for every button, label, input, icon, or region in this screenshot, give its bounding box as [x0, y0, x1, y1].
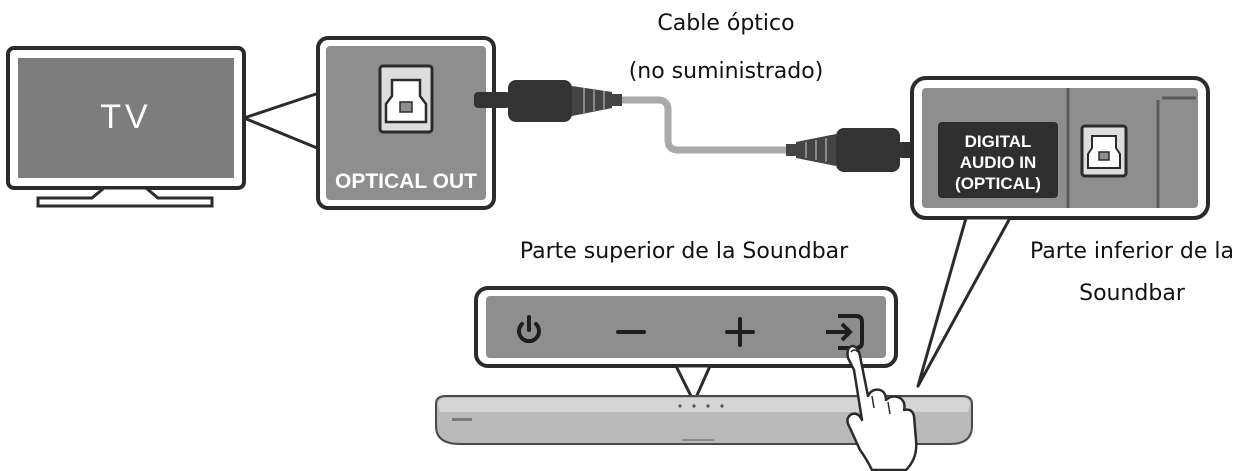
cable-plug-left	[474, 80, 622, 122]
tv-callout-pointer	[242, 90, 324, 152]
tv: TV	[6, 46, 246, 208]
hand-icon	[846, 344, 918, 471]
top-panel-bg	[486, 296, 886, 358]
top-button-dot	[678, 404, 682, 408]
hand-pointer	[846, 344, 918, 471]
logo-mark	[452, 418, 472, 421]
soundbar-top-panel	[474, 286, 898, 368]
top-button-dot	[706, 404, 710, 408]
soundbar-port-label-line1: DIGITAL	[965, 132, 1032, 151]
soundbar-port-label-line2: AUDIO IN	[960, 153, 1037, 172]
source-input-icon	[826, 314, 864, 350]
soundbar-port-panel: DIGITAL AUDIO IN (OPTICAL)	[910, 76, 1210, 220]
bottom-view-label-line1: Parte inferior de la	[1030, 239, 1234, 264]
source-button[interactable]	[826, 314, 864, 350]
tv-optical-out-panel: OPTICAL OUT	[316, 36, 496, 210]
optical-port-icon	[378, 64, 434, 134]
soundbar	[435, 395, 973, 445]
top-view-label: Parte superior de la Soundbar	[520, 239, 849, 264]
volume-up-button[interactable]	[725, 317, 755, 347]
tv-screen	[18, 58, 234, 178]
top-panel-callout-pointer	[674, 364, 712, 404]
tv-port-label: OPTICAL OUT	[335, 170, 477, 193]
cable-note: (no suministrado)	[629, 59, 824, 84]
optical-cable: Cable óptico (no suministrado)	[474, 11, 936, 172]
soundbar-bottom-callout-pointer	[916, 216, 1012, 388]
port-label-plate	[938, 122, 1058, 198]
tv-stand	[36, 186, 214, 208]
bottom-view-label-line2: Soundbar	[1079, 281, 1186, 306]
cable-line	[620, 96, 792, 154]
tv-label: TV	[100, 98, 151, 136]
power-button[interactable]	[517, 315, 541, 344]
top-button-dot	[692, 404, 696, 408]
optical-port-icon	[1080, 124, 1128, 178]
power-icon	[517, 322, 541, 344]
soundbar-port-label-line3: (OPTICAL)	[955, 174, 1041, 193]
plus-icon	[725, 317, 755, 347]
top-button-dot	[720, 404, 724, 408]
cable-title: Cable óptico	[657, 11, 794, 36]
